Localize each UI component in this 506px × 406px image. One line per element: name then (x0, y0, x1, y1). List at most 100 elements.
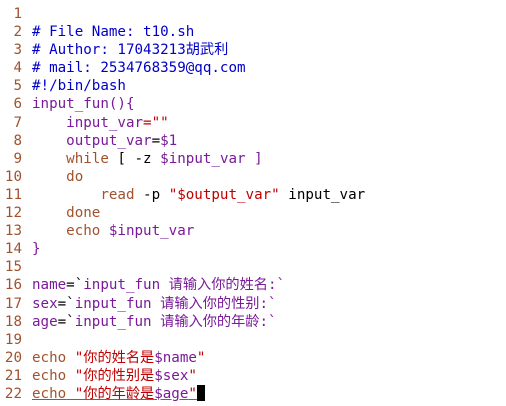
code-token: # mail: 2534768359@qq.com (32, 60, 246, 77)
text-cursor (196, 384, 205, 401)
code-token: "你的性别是 (66, 367, 155, 384)
code-text: while [ -z $input_var ] (32, 150, 263, 168)
code-line[interactable]: 15 (0, 258, 506, 276)
line-number: 7 (13, 114, 22, 131)
code-line[interactable]: 3 # Author: 17043213胡武利 (0, 41, 506, 59)
code-token: -z (134, 150, 152, 167)
line-number: 5 (13, 78, 22, 95)
code-token: input_var (279, 186, 366, 203)
line-number: 17 (4, 295, 22, 312)
code-token: done (66, 205, 101, 222)
code-line[interactable]: 6 input_fun(){ (0, 95, 506, 113)
code-token: =` (57, 295, 75, 312)
code-line[interactable]: 10 do (0, 168, 506, 186)
code-token: input_fun 请输入你的姓名:` (83, 277, 286, 294)
code-text: echo "你的性别是$sex" (32, 367, 197, 385)
code-token: output_var (66, 132, 152, 149)
line-number: 20 (4, 349, 22, 366)
code-token: input_fun 请输入你的性别:` (74, 295, 277, 312)
code-token: } (32, 241, 41, 258)
code-text: done (32, 204, 100, 222)
code-text: echo "你的姓名是$name" (32, 349, 205, 367)
code-token: =` (66, 277, 84, 294)
line-number: 10 (4, 168, 22, 185)
code-token: read (100, 186, 135, 203)
code-token: ="" (143, 114, 169, 131)
line-number: 1 (13, 6, 22, 22)
code-token (32, 115, 66, 131)
code-line[interactable]: 19 (0, 331, 506, 349)
code-text: name=`input_fun 请输入你的姓名:` (32, 276, 285, 294)
code-text: sex=`input_fun 请输入你的性别:` (32, 295, 277, 313)
code-text: # mail: 2534768359@qq.com (32, 59, 246, 77)
code-token: input_fun 请输入你的年龄:` (74, 313, 277, 330)
code-token: input_var (66, 114, 144, 131)
code-line[interactable]: 18 age=`input_fun 请输入你的年龄:` (0, 313, 506, 331)
code-token: "你的年龄是 (66, 385, 155, 402)
code-token: ] (245, 150, 263, 167)
code-line[interactable]: 12 done (0, 204, 506, 222)
code-line[interactable]: 7 input_var="" (0, 114, 506, 132)
line-number: 14 (4, 241, 22, 258)
line-number: 13 (4, 223, 22, 240)
code-token: $name (154, 349, 197, 366)
code-token: [ (108, 150, 135, 167)
code-text: echo $input_var (32, 222, 194, 240)
code-token (32, 187, 100, 203)
code-text: } (32, 240, 41, 258)
code-token (32, 133, 66, 149)
line-number: 6 (13, 96, 22, 113)
code-token: " (188, 367, 197, 384)
line-number: 3 (13, 42, 22, 59)
code-token: echo (32, 385, 67, 402)
code-token: # File Name: t10.sh (32, 24, 195, 41)
code-token: $input_var (151, 150, 246, 167)
code-line[interactable]: 11 read -p "$output_var" input_var (0, 186, 506, 204)
code-line[interactable]: 16 name=`input_fun 请输入你的姓名:` (0, 276, 506, 294)
code-token: #!/bin/bash (32, 78, 126, 95)
code-token: $age (154, 385, 189, 402)
code-token: sex (32, 295, 58, 312)
code-token: = (151, 132, 161, 149)
code-line[interactable]: 5 #!/bin/bash (0, 77, 506, 95)
code-text: # Author: 17043213胡武利 (32, 41, 228, 59)
code-token (32, 223, 66, 239)
code-token: =` (57, 313, 75, 330)
code-line[interactable]: 21 echo "你的性别是$sex" (0, 367, 506, 385)
line-number: 16 (4, 277, 22, 294)
line-number: 21 (4, 367, 22, 384)
code-line[interactable]: 2 # File Name: t10.sh (0, 23, 506, 41)
code-line[interactable]: 20 echo "你的姓名是$name" (0, 349, 506, 367)
code-line[interactable]: 4 # mail: 2534768359@qq.com (0, 59, 506, 77)
code-line[interactable]: 14} (0, 240, 506, 258)
code-text: input_var="" (32, 114, 169, 132)
code-line[interactable]: 13 echo $input_var (0, 222, 506, 240)
line-number: 9 (13, 150, 22, 167)
line-number: 11 (4, 186, 22, 203)
code-token: echo (32, 367, 67, 384)
code-line[interactable]: 1 (0, 5, 506, 23)
code-line[interactable]: 9 while [ -z $input_var ] (0, 150, 506, 168)
code-token: input_fun(){ (32, 96, 135, 113)
code-text: output_var=$1 (32, 132, 177, 150)
code-token: echo (66, 223, 101, 240)
code-token: do (66, 168, 84, 185)
code-line[interactable]: 17 sex=`input_fun 请输入你的性别:` (0, 295, 506, 313)
code-token: while (66, 150, 109, 167)
code-text: echo "你的年龄是$age" (32, 384, 205, 403)
line-number: 12 (4, 205, 22, 222)
code-token: $sex (154, 367, 189, 384)
line-number: 2 (13, 24, 22, 41)
code-line[interactable]: 8 output_var=$1 (0, 132, 506, 150)
code-text: age=`input_fun 请输入你的年龄:` (32, 313, 277, 331)
line-number: 19 (4, 331, 22, 348)
code-text: do (32, 168, 83, 186)
code-text: input_fun(){ (32, 95, 135, 113)
line-number: 4 (13, 60, 22, 77)
code-token: # Author: 17043213胡武利 (32, 42, 229, 59)
line-number: 18 (4, 313, 22, 330)
code-token: name (32, 277, 67, 294)
code-token: $1 (160, 132, 178, 149)
